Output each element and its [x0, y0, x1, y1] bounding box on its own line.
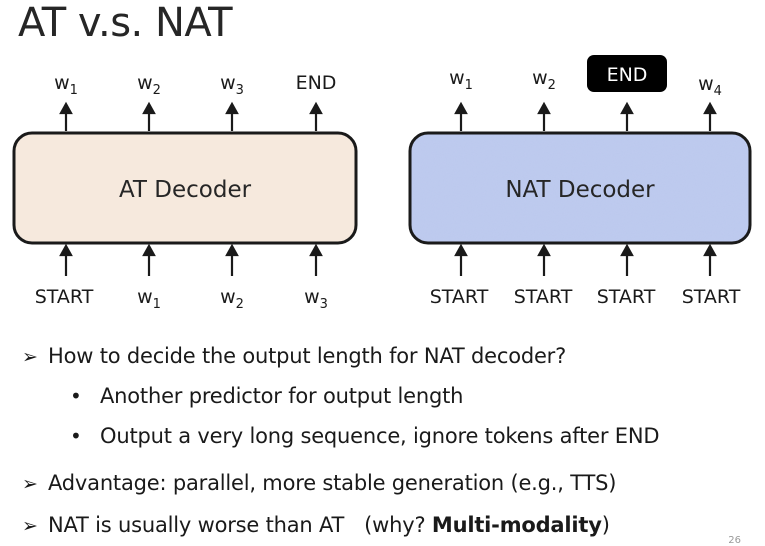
nat-input-token: START [514, 286, 573, 308]
sub-bullet-predictor: •Another predictor for output length [70, 384, 464, 408]
sub-bullet-long-sequence: •Output a very long sequence, ignore tok… [70, 424, 660, 448]
arrow-bullet-icon: ➢ [22, 515, 38, 537]
at-output-token: END [296, 72, 337, 94]
at-output-token: w1 [54, 72, 78, 98]
nat-input-token: START [682, 286, 741, 308]
at-decoder-box [12, 131, 358, 245]
page-number: 26 [728, 535, 741, 546]
nat-input-token: START [430, 286, 489, 308]
slide-title: AT v.s. NAT [18, 0, 233, 46]
arrow-bullet-icon: ➢ [22, 473, 38, 495]
nat-decoder-texture [412, 135, 748, 241]
nat-output-token: w4 [698, 73, 722, 99]
at-output-token: w3 [220, 72, 244, 98]
dot-bullet-icon: • [70, 384, 82, 408]
bullet-advantage: ➢Advantage: parallel, more stable genera… [22, 471, 617, 495]
at-output-token: w2 [137, 72, 161, 98]
nat-output-token: w2 [532, 67, 556, 93]
nat-input-arrows [454, 243, 717, 276]
at-input-token: w3 [304, 286, 328, 312]
arrow-bullet-icon: ➢ [22, 346, 38, 368]
at-input-arrows [59, 243, 323, 276]
at-input-token: START [35, 286, 94, 308]
at-input-token: w1 [137, 286, 161, 312]
nat-output-arrows [454, 101, 717, 131]
multi-modality-term: Multi-modality [431, 513, 602, 537]
nat-decoder-label: NAT Decoder [505, 177, 655, 203]
nat-output-token: w1 [449, 67, 473, 93]
dot-bullet-icon: • [70, 424, 82, 448]
end-badge [587, 55, 667, 92]
nat-output-token-end: END [607, 64, 648, 86]
at-decoder-label: AT Decoder [119, 177, 252, 203]
at-nat-diagram: AT Decoder NAT Decoder w1 w2 w3 END STAR… [12, 55, 752, 312]
at-output-arrows [59, 101, 323, 131]
bullet-worse-than-at: ➢NAT is usually worse than AT(why? Multi… [22, 513, 610, 537]
bullet-output-length: ➢How to decide the output length for NAT… [22, 344, 567, 368]
nat-input-token: START [597, 286, 656, 308]
at-input-token: w2 [220, 286, 244, 312]
